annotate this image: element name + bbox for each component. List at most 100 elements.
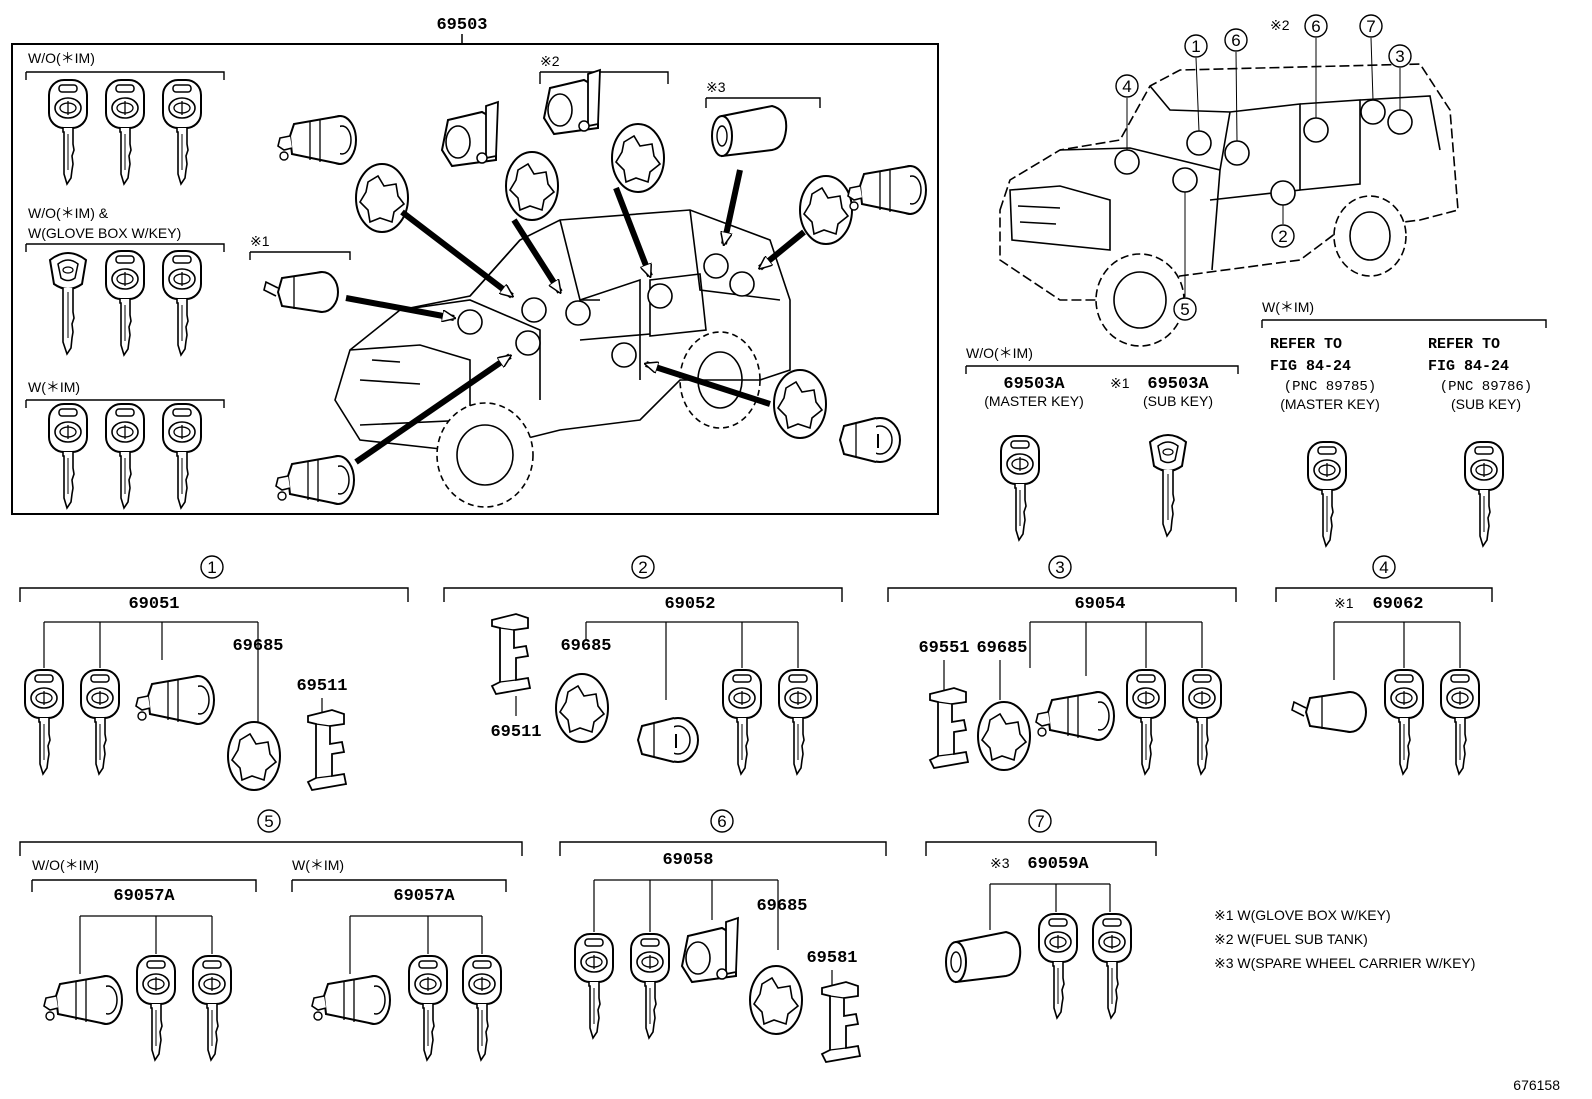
key-set-wo-im: W/O(＊IM) 69503A (MASTER KEY) ※1 69503A (… — [965, 345, 1239, 541]
section-7-note-mark: ※3 — [990, 855, 1010, 871]
group-label-wo-im-glove-1: W/O(＊IM) & — [28, 205, 109, 221]
key-icon — [1126, 669, 1166, 775]
vehicle-illustration — [334, 209, 791, 508]
note-mark-2: ※2 — [540, 53, 560, 69]
sub-ref-line1: REFER TO — [1428, 336, 1500, 353]
fuel-sub-tank-lock-icon — [543, 69, 601, 135]
section-2-number: 2 — [631, 555, 655, 579]
callout-1: 1 — [1184, 34, 1208, 58]
svg-text:5: 5 — [1180, 300, 1189, 319]
svg-text:6: 6 — [1231, 31, 1240, 50]
key-icon — [105, 403, 145, 509]
section-6-part-number: 69058 — [662, 851, 713, 870]
section-3-part-number: 69054 — [1074, 595, 1125, 614]
callout-leaders — [1126, 37, 1401, 297]
sub-key-label: (SUB KEY) — [1143, 393, 1213, 409]
section-7: 7 ※3 69059A — [925, 809, 1157, 1019]
key-set-wo-im-label: W/O(＊IM) — [966, 345, 1033, 361]
group-label-w-im: W(＊IM) — [28, 379, 80, 395]
callout-2: 2 — [1271, 224, 1295, 248]
section-4-number: 4 — [1372, 555, 1396, 579]
footnote-1: ※1 W(GLOVE BOX W/KEY) — [1214, 907, 1391, 923]
key-icon — [630, 933, 670, 1039]
svg-text:2: 2 — [1278, 227, 1287, 246]
svg-text:6: 6 — [717, 812, 726, 831]
section-6: 6 69058 69685 69581 — [559, 809, 887, 1063]
retaining-ring-icon — [773, 369, 827, 439]
key-icon — [722, 669, 762, 775]
svg-text:5: 5 — [264, 812, 273, 831]
ignition-lock-cylinder-icon — [275, 455, 355, 505]
location-marker — [611, 342, 637, 368]
main-assembly-box: 69503 W/O(＊IM) W/O(＊IM) & W(GLOVE BOX W/… — [11, 16, 939, 515]
footnote-3: ※3 W(SPARE WHEEL CARRIER W/KEY) — [1214, 955, 1475, 971]
sub-key-icon — [1149, 434, 1187, 537]
section-6-part-a: 69685 — [756, 897, 807, 916]
svg-text:1: 1 — [1191, 37, 1200, 56]
pointer-arrows — [345, 169, 806, 465]
section-4-part-number: 69062 — [1372, 595, 1423, 614]
rear-door-lock-cylinder-icon — [839, 417, 901, 463]
svg-text:2: 2 — [638, 558, 647, 577]
location-marker — [515, 330, 541, 356]
vehicle-location-view: ※2 4 1 6 6 7 3 2 5 — [999, 14, 1459, 347]
location-marker — [1360, 99, 1386, 125]
svg-text:6: 6 — [1311, 17, 1320, 36]
retaining-ring-icon — [355, 163, 409, 233]
section-5-number: 5 — [257, 809, 281, 833]
location-marker — [729, 271, 755, 297]
clip-icon — [491, 613, 531, 695]
callout-6b: 6 — [1304, 14, 1328, 38]
retaining-ring-icon — [505, 151, 559, 221]
retaining-ring-icon — [611, 123, 665, 193]
group-label-wo-im: W/O(＊IM) — [28, 50, 95, 66]
sub-ref-line2: FIG 84-24 — [1428, 358, 1509, 375]
section-5-group-b: W(＊IM) — [292, 857, 344, 873]
key-icon — [80, 669, 120, 775]
clip-icon — [821, 981, 861, 1063]
key-icon — [1038, 913, 1078, 1019]
master-key-icon — [1000, 435, 1040, 541]
spare-wheel-lock-icon — [711, 105, 788, 157]
callout-4: 4 — [1115, 74, 1139, 98]
key-icon — [462, 955, 502, 1061]
section-5-group-a: W/O(＊IM) — [32, 857, 99, 873]
svg-text:4: 4 — [1122, 77, 1131, 96]
key-icon — [1182, 669, 1222, 775]
master-ref-line2: FIG 84-24 — [1270, 358, 1351, 375]
retaining-ring-icon — [227, 721, 281, 791]
main-part-number: 69503 — [436, 16, 487, 35]
key-icon — [105, 79, 145, 185]
glove-box-lock-icon — [263, 271, 339, 313]
sub-key-part-number: 69503A — [1147, 375, 1209, 394]
section-4: 4 ※1 69062 — [1275, 555, 1493, 775]
key-icon — [105, 250, 145, 356]
note-mark-3: ※3 — [706, 79, 726, 95]
note-mark-1: ※1 — [250, 233, 270, 249]
section-2: 2 69052 69511 69685 — [443, 555, 843, 775]
section-5-part-b: 69057A — [393, 887, 455, 906]
retaining-ring-icon — [977, 701, 1031, 771]
lock-cylinder-icon — [1035, 691, 1115, 741]
lock-cylinder-icon — [43, 975, 123, 1025]
fuel-lid-lock-icon — [441, 101, 499, 167]
master-key-icon — [1307, 441, 1347, 547]
key-icon — [1092, 913, 1132, 1019]
group-label-wo-im-glove-2: W(GLOVE BOX W/KEY) — [28, 225, 181, 241]
retaining-ring-icon — [555, 673, 609, 743]
sub-key-icon — [49, 252, 87, 355]
svg-text:3: 3 — [1055, 558, 1064, 577]
section-1: 1 69051 69685 69511 — [19, 555, 409, 791]
clip-icon — [929, 687, 969, 769]
footnotes: ※1 W(GLOVE BOX W/KEY) ※2 W(FUEL SUB TANK… — [1214, 907, 1475, 971]
key-icon — [24, 669, 64, 775]
location-marker — [703, 253, 729, 279]
location-marker — [1114, 149, 1140, 175]
retaining-ring-icon — [799, 175, 853, 245]
location-marker — [1270, 180, 1296, 206]
section-2-part-number: 69052 — [664, 595, 715, 614]
section-2-part-a: 69685 — [560, 637, 611, 656]
callout-5: 5 — [1173, 297, 1197, 321]
key-icon — [1384, 669, 1424, 775]
